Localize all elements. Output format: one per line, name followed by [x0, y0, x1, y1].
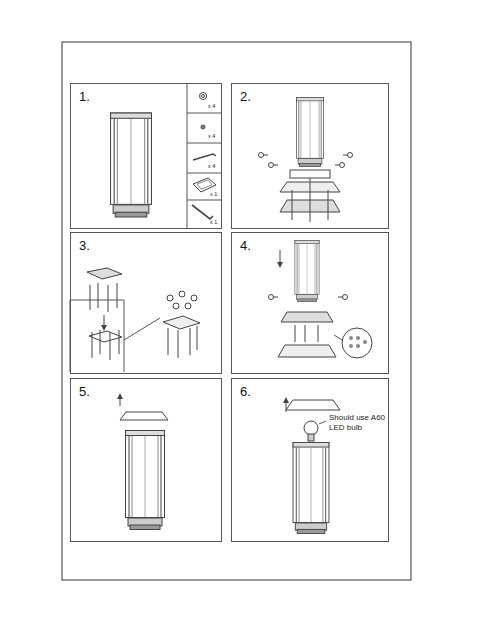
- step-panel: 1.: [70, 83, 222, 229]
- quantity-label: x 4: [208, 103, 215, 109]
- step-panel: 5.: [70, 378, 222, 542]
- quantity-label: x 4: [208, 163, 215, 169]
- step-number: 1.: [79, 89, 90, 104]
- step-panel: 4.: [231, 232, 389, 374]
- quantity-label: x 1: [210, 191, 217, 197]
- step-number: 5.: [79, 384, 90, 399]
- step-number: 6.: [240, 384, 251, 399]
- step-number: 3.: [79, 238, 90, 253]
- step-panel: 2.: [231, 83, 389, 229]
- step-panel: 6.: [231, 378, 389, 542]
- step-number: 2.: [240, 89, 251, 104]
- quantity-label: x 1: [210, 219, 217, 225]
- quantity-label: x 4: [208, 133, 215, 139]
- bulb-note: Should use A60 LED bulb: [329, 413, 389, 432]
- step-number: 4.: [240, 238, 251, 253]
- step-panel: 3.: [70, 232, 222, 374]
